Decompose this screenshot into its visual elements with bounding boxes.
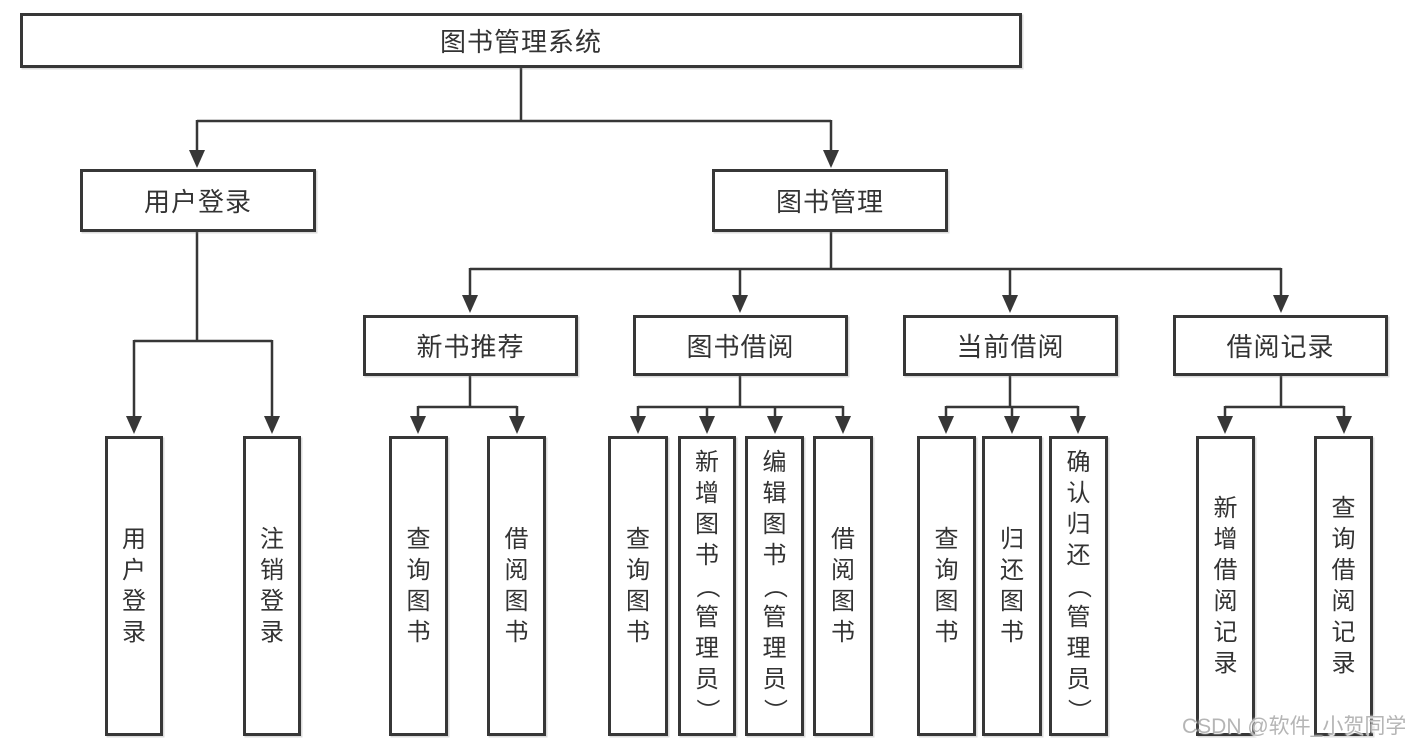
leaf-add-borrow-record: 新增借阅记录: [1196, 436, 1255, 736]
leaf-add-books-admin: 新增图书（管理员）: [678, 436, 736, 736]
node-user-login: 用户登录: [80, 169, 316, 232]
node-book-borrowing: 图书借阅: [633, 315, 848, 376]
node-current-borrowing: 当前借阅: [903, 315, 1118, 376]
node-book-management: 图书管理: [712, 169, 948, 232]
leaf-confirm-return-admin: 确认归还（管理员）: [1049, 436, 1108, 736]
leaf-query-borrow-record: 查询借阅记录: [1314, 436, 1373, 736]
watermark: CSDN @软件_小贺同学: [1182, 715, 1405, 738]
leaf-return-books: 归还图书: [982, 436, 1042, 736]
leaf-edit-books-admin: 编辑图书（管理员）: [745, 436, 804, 736]
leaf-logout: 注销登录: [243, 436, 301, 736]
node-new-book-recommendation: 新书推荐: [363, 315, 578, 376]
node-borrowing-records: 借阅记录: [1173, 315, 1388, 376]
leaf-borrow-books-recommend: 借阅图书: [487, 436, 546, 736]
leaf-query-books-recommend: 查询图书: [389, 436, 448, 736]
leaf-query-books-borrowing: 查询图书: [608, 436, 668, 736]
leaf-user-login: 用户登录: [105, 436, 163, 736]
leaf-borrow-books-borrowing: 借阅图书: [813, 436, 873, 736]
node-library-management-system: 图书管理系统: [20, 13, 1022, 68]
leaf-query-books-current: 查询图书: [917, 436, 976, 736]
